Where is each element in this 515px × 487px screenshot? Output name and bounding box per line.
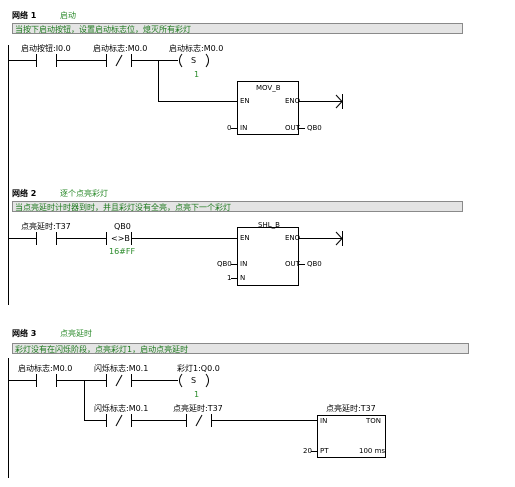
shl-b-in-value[interactable]: QB0 <box>217 260 232 268</box>
mov-b-in-pin: IN <box>240 124 248 132</box>
timer-label[interactable]: 点亮延时:T37 <box>326 404 376 413</box>
mov-b-eno-pin: ENO <box>285 97 301 105</box>
network-3-comment[interactable]: 彩灯没有在闪烁阶段，点亮彩灯1，启动点亮延时 <box>12 343 469 354</box>
contact-start-flag-n3-label[interactable]: 启动标志:M0.0 <box>18 364 73 373</box>
network-1-name[interactable]: 启动 <box>60 11 76 20</box>
network-2-title[interactable]: 网络 2 <box>12 189 37 198</box>
compare-qb0-label[interactable]: QB0 <box>114 222 131 231</box>
network-3-title[interactable]: 网络 3 <box>12 329 37 338</box>
coil-light1-op: S <box>191 376 197 385</box>
mov-b-en-pin: EN <box>240 97 250 105</box>
contact-light-delay-nc-label[interactable]: 点亮延时:T37 <box>173 404 223 413</box>
network-2-rung[interactable] <box>8 227 343 286</box>
shl-b-n-pin: N <box>240 274 246 282</box>
contact-flash-flag-2-label[interactable]: 闪烁标志:M0.1 <box>94 404 149 413</box>
shl-b-title: SHL_B <box>258 221 280 229</box>
coil-light1-count: 1 <box>194 390 200 399</box>
network-2-name[interactable]: 逐个点亮彩灯 <box>60 189 108 198</box>
network-1-title[interactable]: 网络 1 <box>12 11 37 20</box>
network-1-comment[interactable]: 当按下启动按钮，设置启动标志位，熄灭所有彩灯 <box>12 23 463 34</box>
shl-b-out-pin: OUT <box>285 260 300 268</box>
mov-b-in-value[interactable]: 0 <box>227 124 232 132</box>
network-3-rung[interactable] <box>8 373 386 458</box>
contact-start-button-label[interactable]: 启动按钮:I0.0 <box>21 44 71 53</box>
mov-b-out-value[interactable]: QB0 <box>307 124 322 132</box>
shl-b-n-value[interactable]: 1 <box>227 274 232 282</box>
contact-light-delay-label[interactable]: 点亮延时:T37 <box>21 222 71 231</box>
coil-light1-label[interactable]: 彩灯1:Q0.0 <box>177 364 220 373</box>
contact-start-flag-label[interactable]: 启动标志:M0.0 <box>93 44 148 53</box>
mov-b-out-pin: OUT <box>285 124 300 132</box>
contact-flash-flag-label[interactable]: 闪烁标志:M0.1 <box>94 364 149 373</box>
timer-pt-value[interactable]: 20 <box>303 447 312 455</box>
network-1-rung[interactable] <box>8 53 343 135</box>
coil-set-op: S <box>191 56 197 65</box>
timer-base: 100 ms <box>359 447 386 455</box>
coil-set-count: 1 <box>194 70 200 79</box>
timer-in-pin: IN <box>320 417 328 425</box>
compare-op: <>B <box>111 234 130 243</box>
compare-operand2[interactable]: 16#FF <box>109 247 136 256</box>
mov-b-title: MOV_B <box>256 84 281 92</box>
network-3-name[interactable]: 点亮延时 <box>60 329 92 338</box>
shl-b-in-pin: IN <box>240 260 248 268</box>
coil-start-flag-label[interactable]: 启动标志:M0.0 <box>169 44 224 53</box>
shl-b-out-value[interactable]: QB0 <box>307 260 322 268</box>
shl-b-en-pin: EN <box>240 234 250 242</box>
network-2-comment[interactable]: 当点亮延时计时器到时，并且彩灯没有全亮，点亮下一个彩灯 <box>12 201 463 212</box>
timer-type: TON <box>366 417 382 425</box>
shl-b-eno-pin: ENO <box>285 234 301 242</box>
timer-pt-pin: PT <box>320 447 329 455</box>
